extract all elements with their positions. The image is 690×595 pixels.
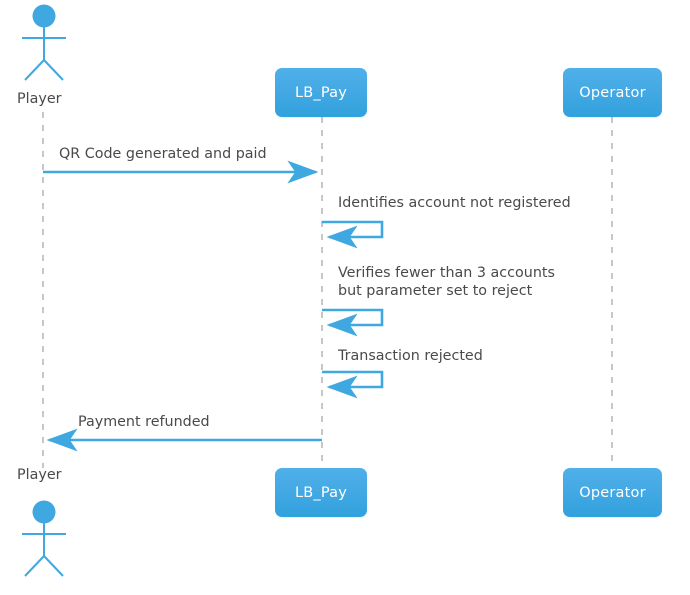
message-self-loop-verifies-fewer-than-3-accounts — [322, 308, 384, 337]
message-self-loop-transaction-rejected — [322, 370, 384, 399]
message-self-loop-identifies-account-not-registered — [322, 220, 384, 249]
message-label-identifies-account-not-registered: Identifies account not registered — [338, 195, 571, 211]
message-label-payment-refunded: Payment refunded — [78, 414, 210, 430]
participant-label-lb-pay-top: LB_Pay — [294, 84, 348, 101]
participant-label-operator-top: Operator — [579, 84, 646, 101]
participant-box-lb-pay-top[interactable]: LB_Pay — [275, 68, 367, 117]
message-label-verifies-fewer-than-3-accounts-line1: Verifies fewer than 3 accounts — [338, 265, 555, 281]
message-label-qr-code-generated-and-paid: QR Code generated and paid — [59, 146, 267, 162]
participant-label-operator-bottom: Operator — [579, 484, 646, 501]
message-label-verifies-fewer-than-3-accounts-line2: but parameter set to reject — [338, 283, 533, 299]
actor-player-bottom-icon — [22, 500, 66, 577]
participant-label-player-bottom: Player — [17, 467, 62, 483]
participant-label-lb-pay-bottom: LB_Pay — [294, 484, 348, 501]
participant-label-player-top: Player — [17, 91, 62, 107]
actor-player-top-icon — [22, 4, 66, 81]
participant-box-operator-bottom[interactable]: Operator — [563, 468, 662, 517]
participant-box-lb-pay-bottom[interactable]: LB_Pay — [275, 468, 367, 517]
participant-box-operator-top[interactable]: Operator — [563, 68, 662, 117]
message-label-transaction-rejected: Transaction rejected — [338, 348, 483, 364]
